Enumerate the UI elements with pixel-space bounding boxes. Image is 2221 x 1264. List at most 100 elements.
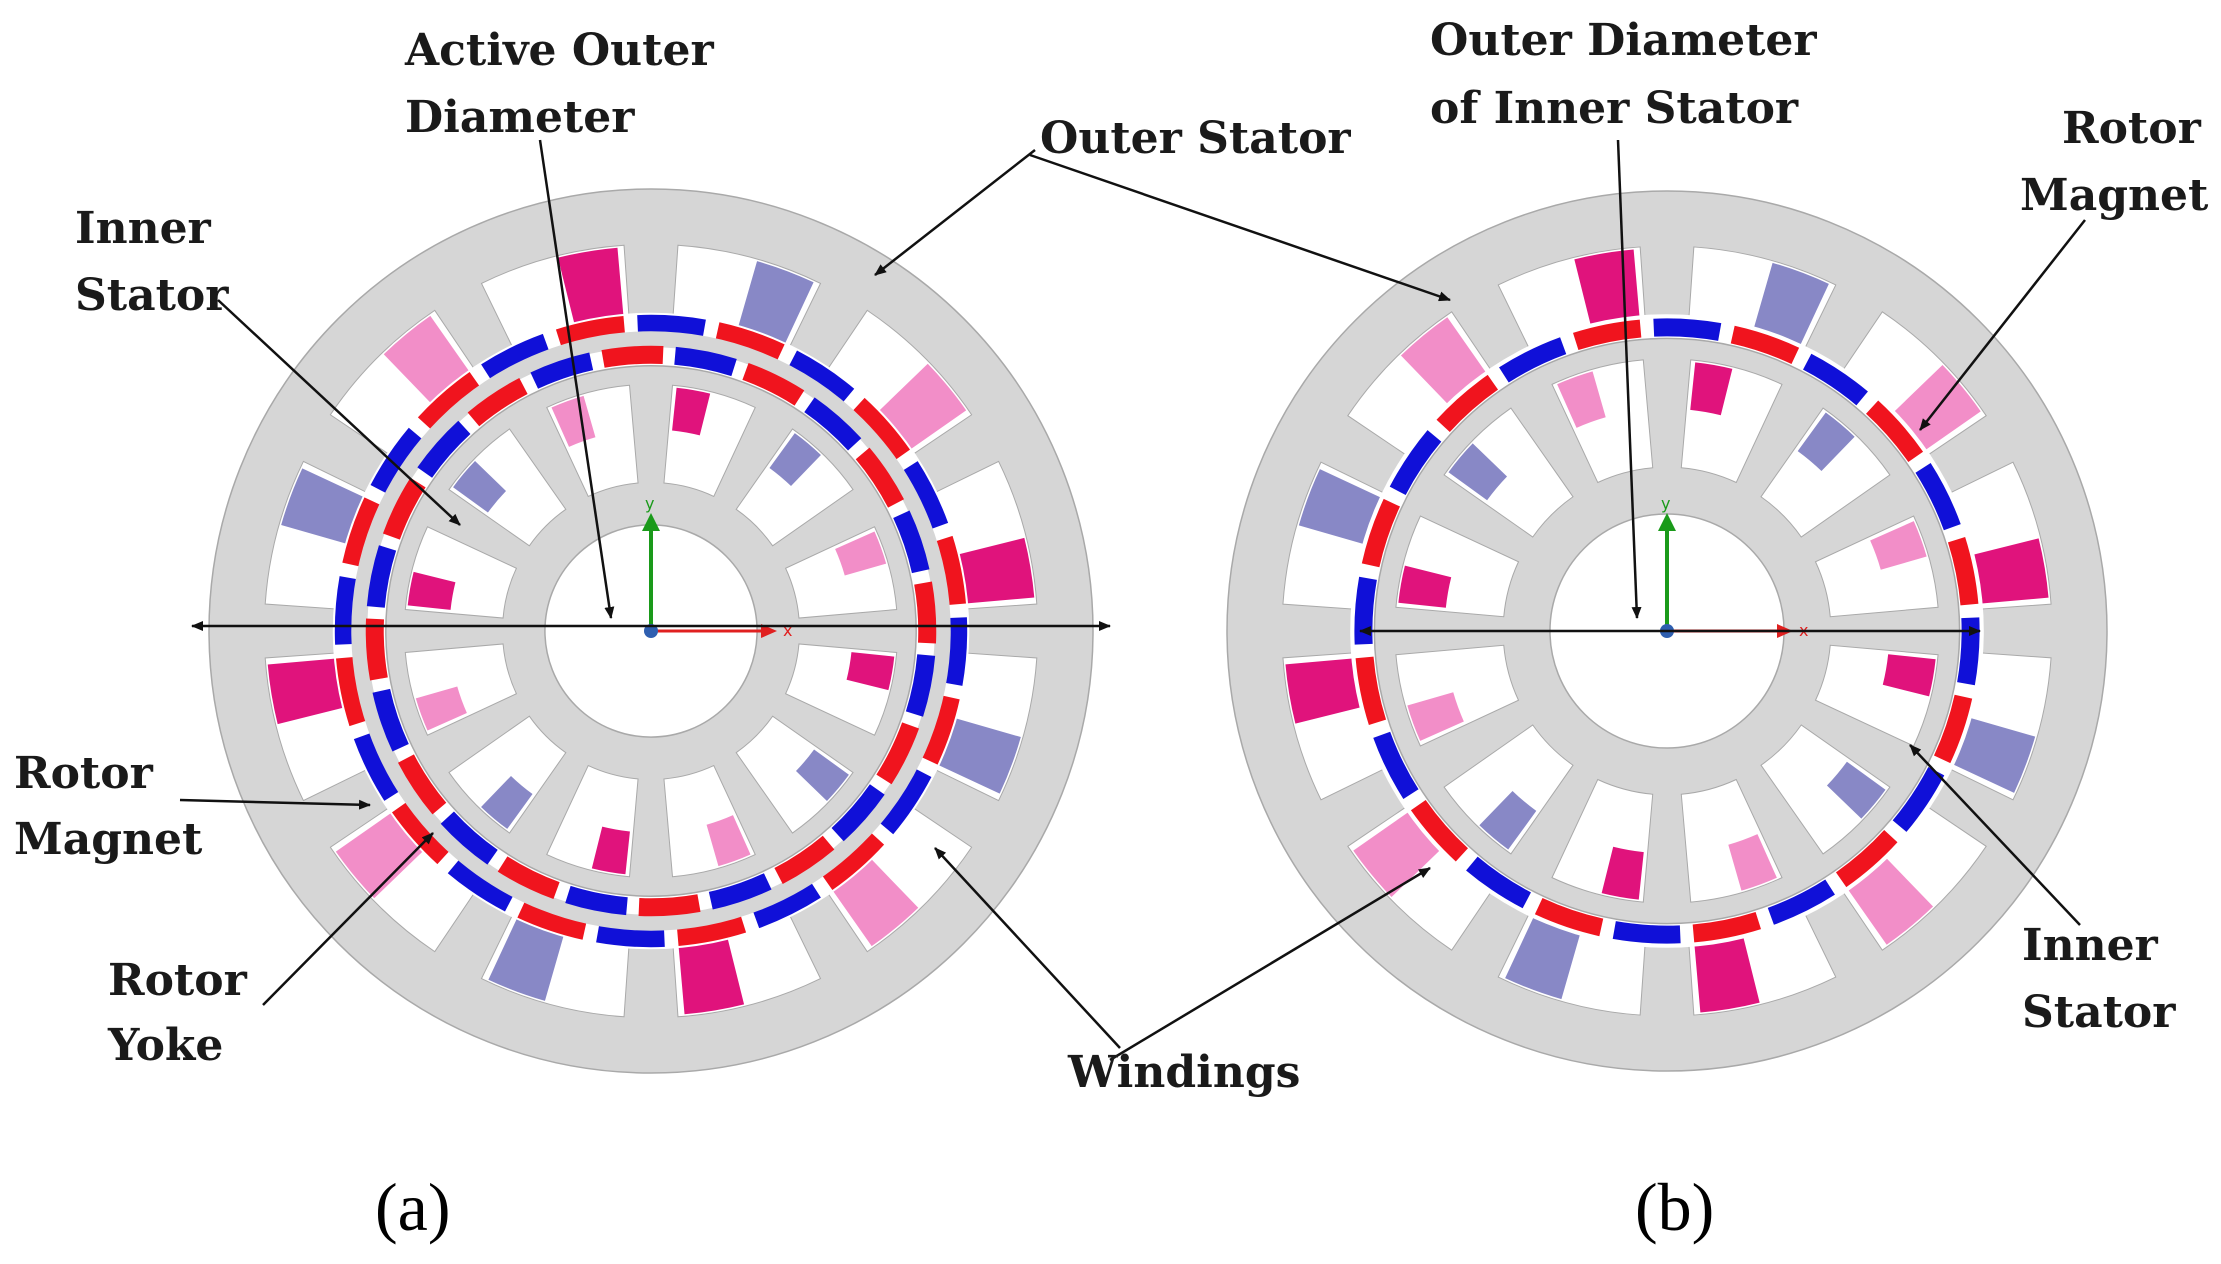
label-rotor-yoke-line1: Rotor <box>108 955 248 1006</box>
arrow-inner-stator-b <box>1909 744 2081 926</box>
rotor-magnet <box>565 885 628 916</box>
arrow-windings-a <box>934 847 1121 1049</box>
winding-coil <box>1601 846 1644 900</box>
rotor-magnet <box>893 510 930 574</box>
y-axis-arrowhead <box>1658 513 1676 531</box>
rotor-magnet <box>1466 856 1531 909</box>
rotor-magnet <box>370 427 423 494</box>
winding-coil <box>1826 761 1886 819</box>
winding-coil <box>1972 538 2049 604</box>
winding-coil <box>1398 565 1452 608</box>
label-inner-stator-b-line1: Inner <box>2022 920 2159 971</box>
inner-stator-slot <box>448 715 567 834</box>
y-axis-arrowhead <box>642 513 660 531</box>
label-inner-stator-a-line2: Stator <box>75 270 229 321</box>
winding-coil <box>1479 790 1537 850</box>
rotor-magnet <box>1866 400 1924 463</box>
panel-a-leader-arrows <box>179 139 1121 1049</box>
rotor-magnet <box>1355 656 1387 726</box>
winding-coil <box>835 531 887 576</box>
rotor-magnet <box>447 859 514 912</box>
winding-coil <box>1448 443 1508 501</box>
rotor-magnet <box>879 768 932 835</box>
rotor-magnet <box>638 894 701 917</box>
label-rotor-magnet-b-line1: Rotor <box>2062 103 2202 154</box>
rotor-magnet <box>1499 337 1567 383</box>
rotor-magnet <box>417 371 480 430</box>
rotor-magnet <box>902 461 949 530</box>
inner-stator-slot <box>735 715 854 834</box>
rotor-magnet <box>391 802 450 865</box>
label-active-outer-diameter-line1: Active Outer <box>404 25 714 76</box>
winding-coil <box>481 775 533 829</box>
rotor-magnet <box>742 362 805 406</box>
rotor-magnet <box>674 346 737 377</box>
rotor-magnet <box>336 656 367 727</box>
rotor-magnet <box>382 477 426 540</box>
rotor-magnet <box>831 784 885 842</box>
rotor-magnet <box>855 447 905 508</box>
rotor-magnet <box>804 397 862 451</box>
rotor-magnet <box>1947 536 1979 606</box>
winding-coil <box>846 652 895 691</box>
inner-stator-slot <box>448 428 567 547</box>
label-inner-stator-b-line2: Stator <box>2022 987 2176 1038</box>
winding-coil <box>795 749 849 801</box>
winding-coil <box>1505 915 1581 1000</box>
rotor-magnet <box>1361 498 1401 568</box>
rotor-magnet <box>365 618 388 681</box>
winding-coil <box>335 812 424 899</box>
rotor-magnet <box>921 695 960 765</box>
arrow-outer-stator-b <box>1029 153 1451 302</box>
winding-coil <box>937 718 1021 794</box>
winding-coil <box>591 826 630 875</box>
label-rotor-yoke-line2: Yoke <box>107 1020 223 1071</box>
winding-coil <box>1847 857 1934 945</box>
rotor-yoke <box>351 331 951 931</box>
rotor-magnet <box>1767 879 1835 925</box>
rotor-magnet <box>1436 374 1499 432</box>
rotor-magnet <box>1933 694 1973 764</box>
rotor-magnet <box>822 832 885 891</box>
winding-coil <box>706 815 751 867</box>
rotor-magnet <box>1803 353 1868 406</box>
rotor-magnet <box>342 497 381 567</box>
rotor-magnet <box>1892 767 1945 832</box>
inner-stator-slot <box>1443 407 1574 538</box>
label-outer-stator: Outer Stator <box>1040 113 1351 164</box>
winding-coil <box>415 686 467 731</box>
arrow-inner-stator-a <box>217 299 461 526</box>
winding-coil <box>557 247 624 325</box>
winding-coil <box>957 537 1035 604</box>
winding-coil <box>383 315 470 404</box>
winding-coil <box>672 387 711 436</box>
winding-coil <box>1797 412 1855 472</box>
arrow-outer-stator <box>874 149 1036 276</box>
caption-panel-a: (a) <box>375 1169 450 1245</box>
inner-stator-slot <box>1443 724 1574 855</box>
rotor-magnet <box>1389 430 1442 495</box>
motor-a-cross-section: yx <box>208 188 1094 1074</box>
winding-coil <box>1400 317 1487 405</box>
rotor-magnet <box>1692 911 1762 943</box>
label-inner-stator-a-line1: Inner <box>75 203 212 254</box>
winding-coil <box>1407 692 1464 741</box>
rotor-magnet <box>530 352 594 389</box>
rotor-magnet <box>1534 897 1604 937</box>
rotor-magnet <box>481 333 550 380</box>
winding-coil <box>1285 658 1362 724</box>
label-rotor-magnet-a-line2: Magnet <box>14 814 203 865</box>
inner-stator-slot <box>735 428 854 547</box>
y-axis-label: y <box>645 494 654 513</box>
inner-stator-slot <box>1760 407 1891 538</box>
rotor-magnet <box>1915 463 1961 531</box>
winding-coil <box>1870 521 1927 570</box>
rotor-magnet <box>366 545 397 608</box>
arrow-windings-b <box>1109 866 1431 1062</box>
rotor-magnet <box>601 345 664 368</box>
label-active-outer-diameter-line2: Diameter <box>405 92 635 143</box>
arrow-outer-diameter-inner-stator <box>1616 139 1642 619</box>
rotor-magnet <box>1653 318 1722 341</box>
label-windings: Windings <box>1067 1047 1300 1098</box>
